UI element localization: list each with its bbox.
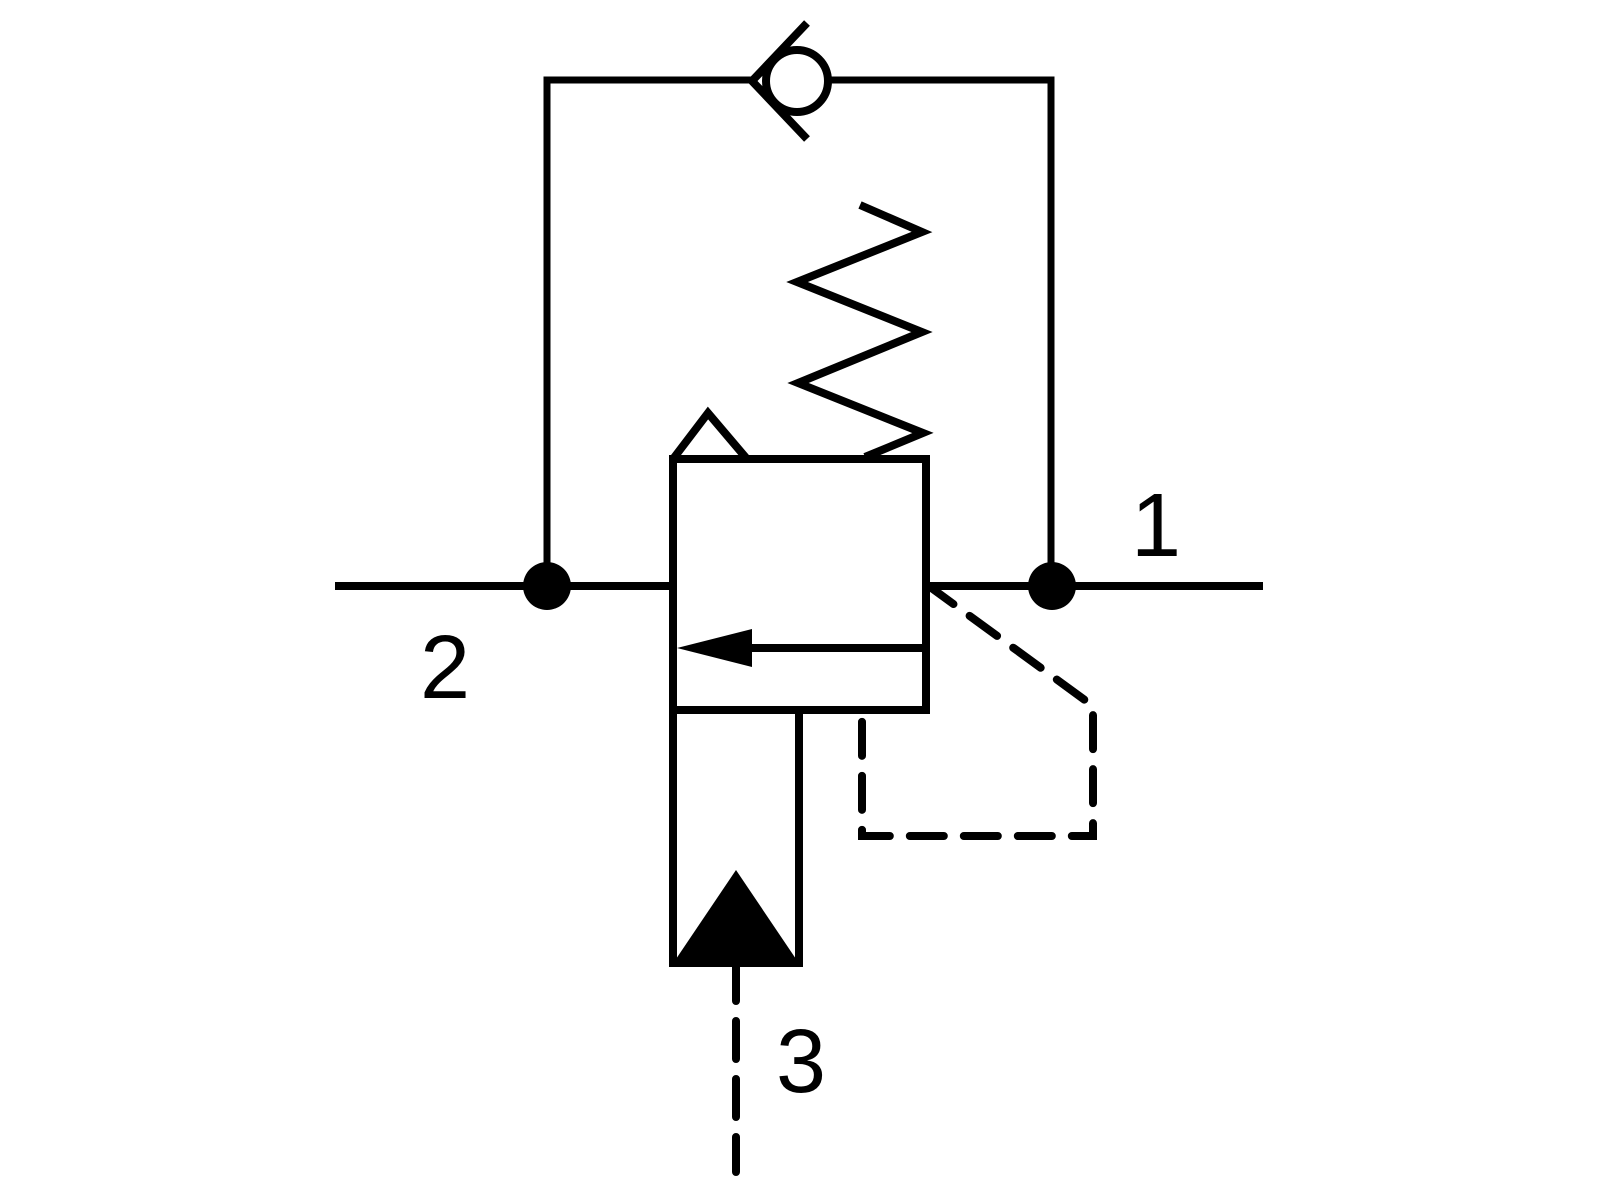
flow-arrow-icon xyxy=(677,629,924,667)
schematic-lines xyxy=(335,20,1263,1176)
spring-icon xyxy=(786,201,934,461)
junction-dot-right xyxy=(1028,562,1076,610)
flow-arrow-head xyxy=(677,629,752,667)
check-valve-seat-icon xyxy=(746,20,810,142)
check-valve-symbol xyxy=(746,20,832,142)
check-valve-ball-icon xyxy=(762,46,832,116)
pilot-pressure-triangle-icon xyxy=(676,870,796,959)
bypass-loop-left-line xyxy=(543,76,752,586)
port-2-label: 2 xyxy=(420,618,470,718)
junction-dot-left xyxy=(523,562,571,610)
pilot-control-dashed-line xyxy=(858,580,1097,840)
valve-body xyxy=(669,455,930,714)
bypass-loop-right-line xyxy=(828,76,1055,586)
port-3-label: 3 xyxy=(776,1012,826,1112)
port-1-label: 1 xyxy=(1131,476,1181,576)
valve-poppet-triangle-icon xyxy=(669,406,751,462)
